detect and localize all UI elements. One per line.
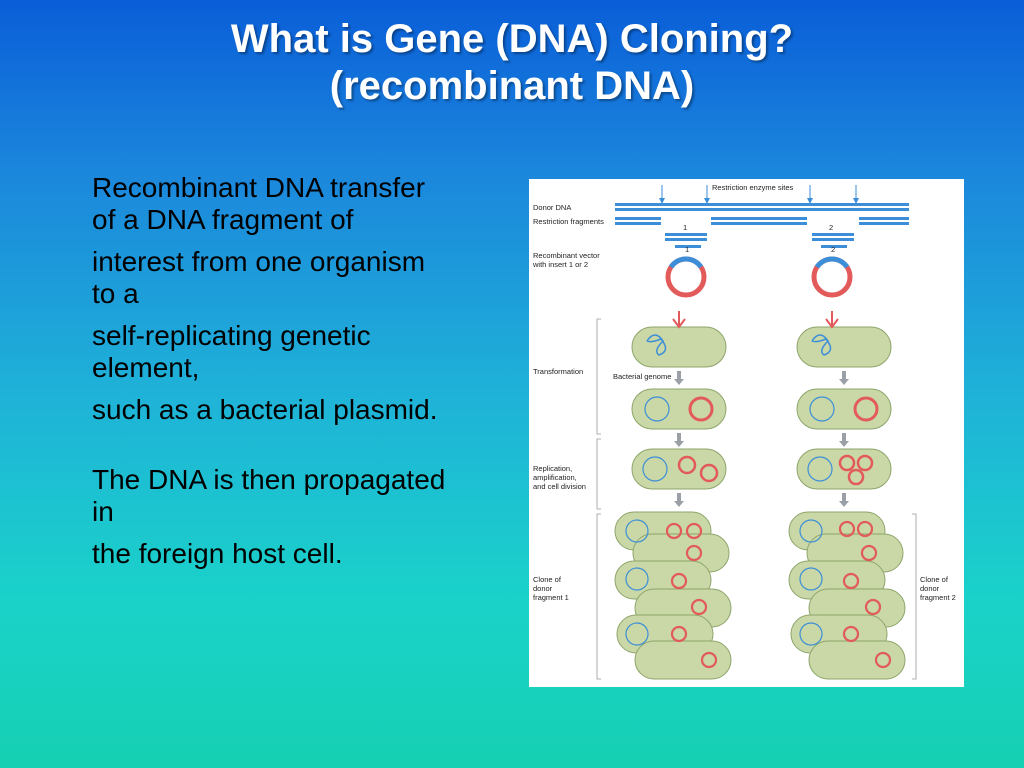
paragraph-1: Recombinant DNA transfer of a DNA fragme… [92, 172, 426, 235]
label-vector-1: Recombinant vector [533, 251, 600, 260]
paragraph-4: such as a bacterial plasmid. [92, 394, 438, 425]
fragment-number-2: 2 [829, 223, 833, 232]
fragment-number-1: 1 [683, 223, 687, 232]
paragraph-3: self-replicating genetic element, [92, 320, 371, 383]
cloning-diagram-svg: Restriction enzyme sites Donor DNA Restr… [532, 183, 956, 680]
label-clone2-c: fragment 2 [920, 593, 956, 602]
replicated-cell-1 [631, 448, 727, 490]
label-replication-2: amplification, [533, 473, 577, 482]
paragraph-6: the foreign host cell. [92, 538, 343, 569]
cloning-diagram: Restriction enzyme sites Donor DNA Restr… [529, 179, 964, 687]
title-line-2: (recombinant DNA) [329, 64, 695, 108]
transformation-cell-2 [796, 311, 892, 368]
transformed-cell-2 [796, 388, 892, 430]
slide-title: What is Gene (DNA) Cloning? (recombinant… [0, 16, 1024, 110]
replicated-cell-2 [796, 448, 892, 490]
label-replication-3: and cell division [533, 482, 586, 491]
transformation-cell-1 [631, 311, 727, 368]
clone-colony-1 [614, 511, 732, 680]
donor-dna-strand [615, 203, 909, 211]
paragraph-5: The DNA is then propagated in [92, 464, 446, 527]
label-bacterial-genome: Bacterial genome [613, 372, 671, 381]
paragraph-2: interest from one organism to a [92, 246, 426, 309]
label-clone1-c: fragment 1 [533, 593, 569, 602]
transformed-cell-1 [631, 388, 727, 430]
label-clone2-b: donor [920, 584, 940, 593]
label-replication-1: Replication, [533, 464, 572, 473]
title-line-1: What is Gene (DNA) Cloning? [230, 17, 794, 61]
label-clone2-a: Clone of [920, 575, 949, 584]
stage-arrows [674, 371, 849, 507]
recombinant-plasmid-1 [665, 256, 707, 298]
restriction-site-arrows [659, 185, 859, 204]
clone-colony-2 [788, 511, 906, 680]
restriction-fragments: 1 2 1 2 [615, 217, 909, 254]
label-restriction-sites: Restriction enzyme sites [712, 183, 794, 192]
label-clone1-a: Clone of [533, 575, 562, 584]
label-restriction-fragments: Restriction fragments [533, 217, 604, 226]
label-vector-2: with insert 1 or 2 [532, 260, 588, 269]
body-text: Recombinant DNA transfer of a DNA fragme… [92, 172, 452, 580]
stage-brackets [596, 318, 917, 680]
insert-number-1: 1 [685, 245, 689, 254]
label-clone1-b: donor [533, 584, 553, 593]
insert-number-2: 2 [831, 245, 835, 254]
label-donor-dna: Donor DNA [533, 203, 571, 212]
recombinant-plasmid-2 [811, 256, 853, 298]
label-transformation: Transformation [533, 367, 583, 376]
